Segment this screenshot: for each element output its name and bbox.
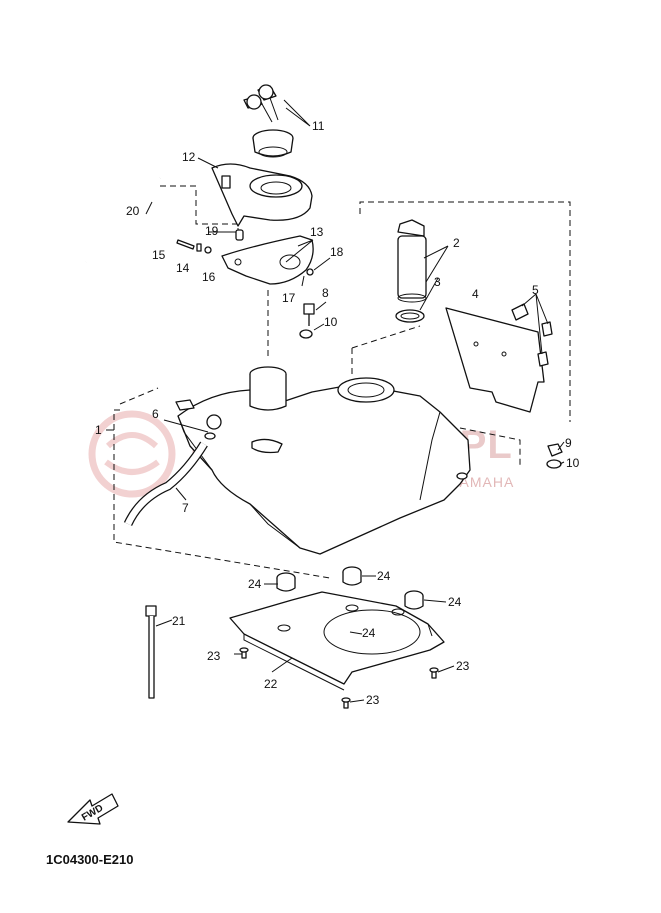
diagram-reference-code: 1C04300-E210 <box>46 852 134 867</box>
callout-22: 22 <box>264 677 278 691</box>
callout-24-center: 24 <box>362 626 376 640</box>
callout-1: 1 <box>95 423 102 437</box>
callout-13: 13 <box>310 225 324 239</box>
fwd-arrow-icon: FWD <box>67 793 119 825</box>
callout-8: 8 <box>322 286 329 300</box>
cable-tie <box>145 605 157 699</box>
leader-lines <box>106 99 565 703</box>
callout-11: 11 <box>312 119 325 133</box>
mount-screws <box>239 647 439 709</box>
fuel-pump <box>395 219 427 323</box>
bracket-tank-group <box>113 409 331 579</box>
fuel-cap-with-keys <box>243 84 294 158</box>
fuel-tank <box>175 366 471 555</box>
bracket-hose-group <box>160 185 239 232</box>
callout-6: 6 <box>152 407 159 421</box>
callout-24-left: 24 <box>248 577 262 591</box>
callout-18: 18 <box>330 245 344 259</box>
callout-2: 2 <box>453 236 460 250</box>
callout-9: 9 <box>565 436 572 450</box>
bracket-tank-edges <box>119 387 521 468</box>
callout-23-left: 23 <box>207 649 221 663</box>
callout-numbers: 11 12 20 19 13 15 14 16 18 17 8 10 2 3 4… <box>95 119 580 707</box>
callout-12: 12 <box>182 150 196 164</box>
callout-7: 7 <box>182 501 189 515</box>
watermark-logo-icon <box>88 410 176 498</box>
callout-16: 16 <box>202 270 216 284</box>
callout-15: 15 <box>152 248 166 262</box>
callout-20: 20 <box>126 204 140 218</box>
callout-5: 5 <box>532 283 539 297</box>
tank-mounting-plate <box>229 591 445 691</box>
callout-14: 14 <box>176 261 190 275</box>
bracket-pump-group <box>359 201 571 422</box>
callout-19: 19 <box>205 224 219 238</box>
callout-24-top: 24 <box>377 569 391 583</box>
bolt-and-nut <box>299 303 315 339</box>
callout-23-bottom: 23 <box>366 693 380 707</box>
callout-17: 17 <box>282 291 296 305</box>
callout-4: 4 <box>472 287 479 301</box>
callout-3: 3 <box>434 275 441 289</box>
callout-21: 21 <box>172 614 186 628</box>
small-hardware <box>176 229 244 254</box>
filler-cup <box>211 163 313 227</box>
callout-10-lower: 10 <box>566 456 580 470</box>
callout-23-right: 23 <box>456 659 470 673</box>
callout-24-right: 24 <box>448 595 462 609</box>
callout-10-upper: 10 <box>324 315 338 329</box>
cup-bracket <box>221 235 314 285</box>
heat-protector-plate <box>445 303 553 413</box>
